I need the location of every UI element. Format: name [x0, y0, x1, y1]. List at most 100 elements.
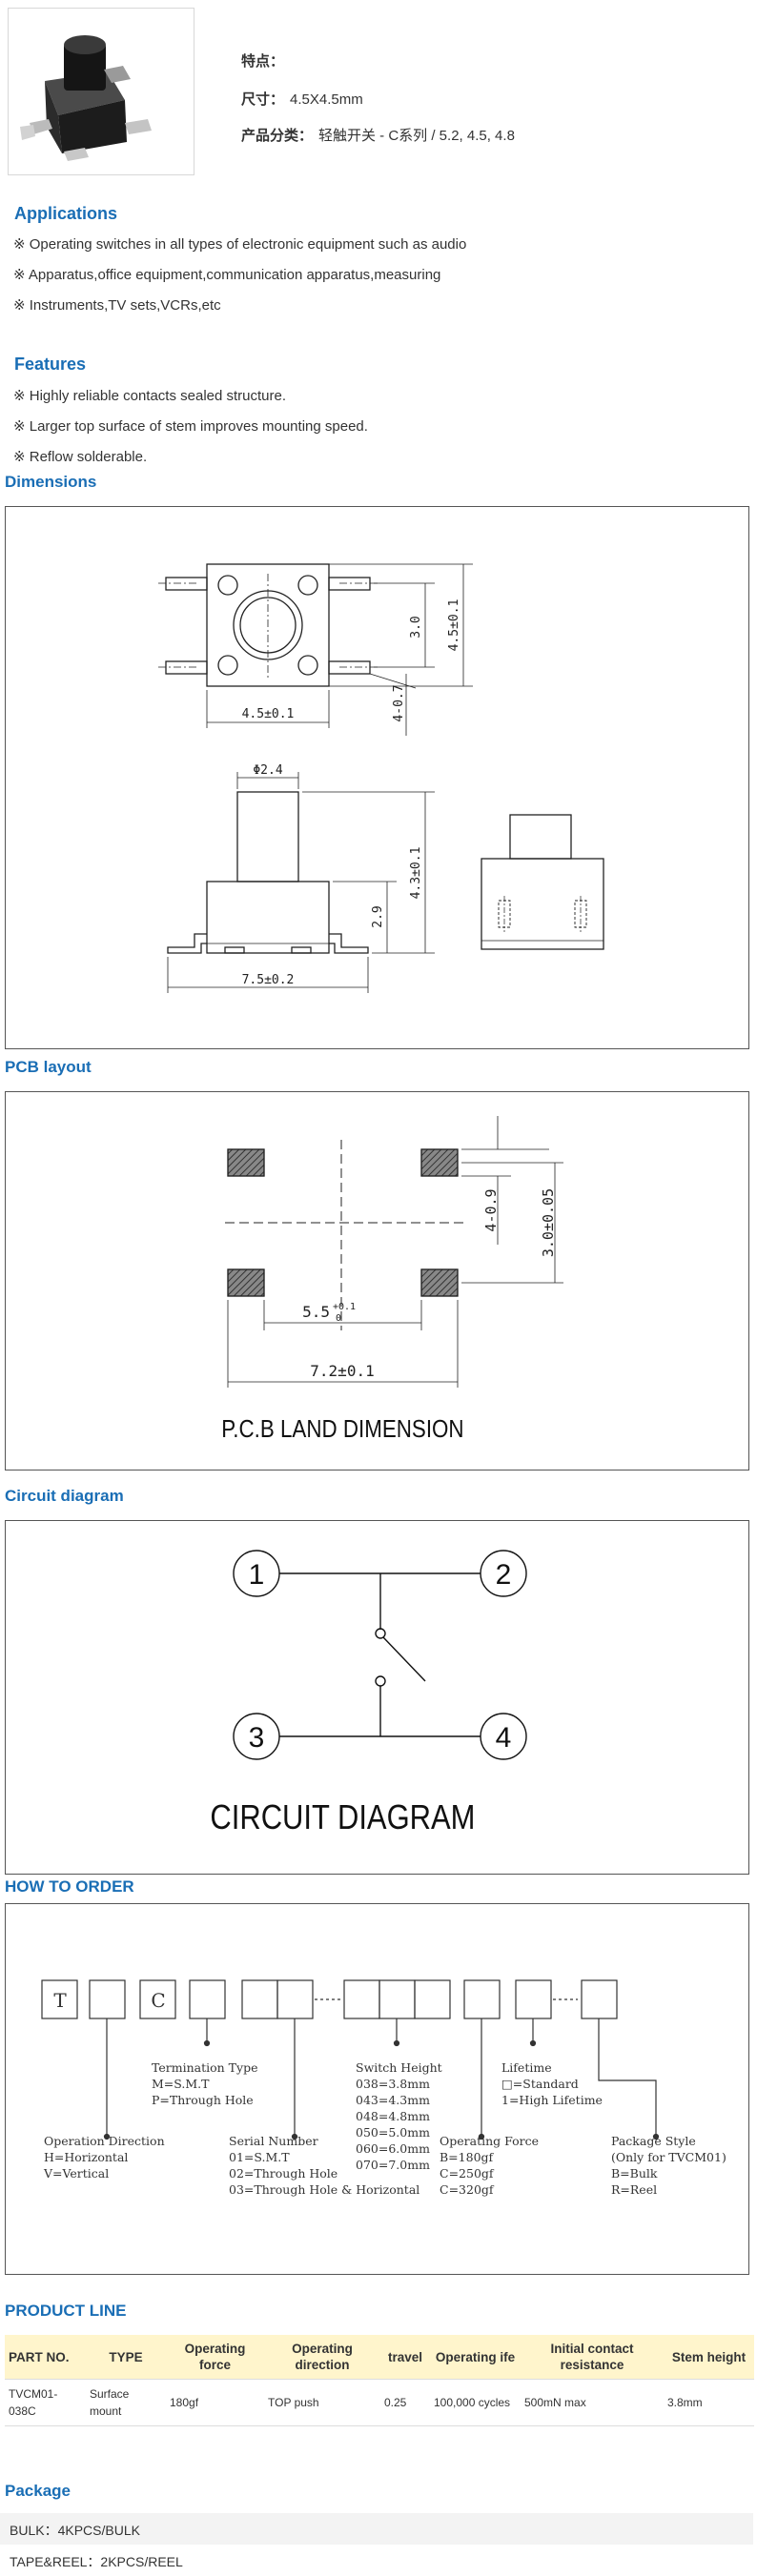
cell-contact-resistance: 500mN max	[521, 2379, 664, 2426]
cell-stem-height: 3.8mm	[664, 2379, 754, 2426]
cell-travel: 0.25	[380, 2379, 430, 2426]
col-type: TYPE	[86, 2335, 166, 2380]
order-lifetime-opt: □=Standard	[501, 2077, 579, 2091]
order-serial: Serial Number 01=S.M.T 02=Through Hole 03=T…	[229, 2133, 419, 2198]
order-force-head: Operating Force	[440, 2134, 540, 2148]
product-line-table-wrap: PART NO. TYPE Operating force Operating …	[5, 2335, 754, 2426]
order-package-opt: B=Bulk	[611, 2166, 658, 2180]
order-serial-head: Serial Number	[229, 2134, 318, 2148]
circuit-node-4: 4	[496, 1722, 512, 1754]
pcb-pitch-tol-up: +0.1	[333, 1302, 356, 1312]
cell-operating-force: 180gf	[166, 2379, 264, 2426]
order-direction-opt: H=Horizontal	[44, 2150, 129, 2164]
package-reel: TAPE&REEL：2KPCS/REEL	[0, 2545, 753, 2576]
cell-part-no: TVCM01-038C	[5, 2379, 86, 2426]
order-lifetime-opt: 1=High Lifetime	[501, 2093, 603, 2107]
dim-lead-label: 4-0.7	[392, 684, 406, 721]
col-part-no: PART NO.	[5, 2335, 86, 2380]
feature-item: ※ Larger top surface of stem improves mo…	[13, 418, 368, 435]
category-row: 产品分类：轻触开关 - C系列 / 5.2, 4.5, 4.8	[241, 125, 515, 145]
order-switch-height-opt: 070=7.0mm	[356, 2158, 430, 2172]
circuit-node-3: 3	[249, 1722, 265, 1754]
package-bulk: BULK：4KPCS/BULK	[0, 2513, 753, 2545]
order-direction-head: Operation Direction	[44, 2134, 165, 2148]
dim-height-label: 4.5±0.1	[447, 599, 461, 652]
order-termination-opt: P=Through Hole	[152, 2093, 254, 2107]
feature-item: ※ Highly reliable contacts sealed struct…	[13, 388, 287, 404]
col-travel: travel	[380, 2335, 430, 2380]
cell-type: Surface mount	[86, 2379, 166, 2426]
dim-inner-label: 3.0	[409, 616, 423, 638]
order-switch-height-opt: 050=5.0mm	[356, 2125, 430, 2140]
order-switch-height-opt: 060=6.0mm	[356, 2141, 430, 2156]
circuit-caption: CIRCUIT DIAGRAM	[210, 1797, 476, 1836]
package-title: Package	[5, 2482, 71, 2500]
pcb-span-label: 7.2±0.1	[310, 1362, 374, 1380]
circuit-drawing: 1 2 3 4	[233, 1550, 527, 1760]
order-termination-head: Termination Type	[152, 2060, 258, 2075]
circuit-frame: 1 2 3 4 CIRCUIT DIAGRAM	[5, 1520, 749, 1875]
application-item: ※ Operating switches in all types of ele…	[13, 236, 467, 253]
dim-stem-label: Φ2.4	[253, 763, 282, 778]
order-package-opt: R=Reel	[611, 2182, 658, 2197]
dimensions-title: Dimensions	[5, 473, 97, 491]
order-switch-height-head: Switch Height	[356, 2060, 442, 2075]
pcb-frame: 4-0.9 3.0±0.05 5.5 +0.1 0 7.2±0.1 P.C.B …	[5, 1091, 749, 1471]
circuit-title: Circuit diagram	[5, 1487, 124, 1505]
order-lifetime-head: Lifetime	[501, 2060, 552, 2075]
application-item: ※ Apparatus,office equipment,communicati…	[13, 267, 441, 283]
circuit-node-1: 1	[249, 1559, 265, 1591]
order-serial-opt: 03=Through Hole & Horizontal	[229, 2182, 420, 2197]
pcb-pad-label: 4-0.9	[482, 1188, 500, 1231]
order-package-opt: (Only for TVCM01)	[611, 2150, 726, 2164]
order-force-opt: B=180gf	[440, 2150, 494, 2164]
order-box-t: T	[53, 1989, 67, 2012]
features-title: Features	[14, 355, 87, 374]
size-value: 4.5X4.5mm	[290, 91, 363, 108]
product-line-table: PART NO. TYPE Operating force Operating …	[5, 2335, 754, 2426]
cell-operating-life: 100,000 cycles	[430, 2379, 521, 2426]
pcb-title: PCB layout	[5, 1058, 92, 1076]
circuit-node-2: 2	[496, 1559, 512, 1591]
application-item: ※ Instruments,TV sets,VCRs,etc	[13, 297, 221, 314]
product-line-title: PRODUCT LINE	[5, 2302, 127, 2320]
pcb-vertical-label: 3.0±0.05	[540, 1188, 557, 1257]
col-stem-height: Stem height	[664, 2335, 754, 2380]
order-package-head: Package Style	[611, 2134, 696, 2148]
dim-width-label: 4.5±0.1	[242, 707, 295, 721]
col-contact-resistance: Initial contact resistance	[521, 2335, 664, 2380]
order-code-diagram: T C	[41, 1979, 660, 2140]
order-serial-opt: 02=Through Hole	[229, 2166, 338, 2180]
order-switch-height-opt: 038=3.8mm	[356, 2077, 430, 2091]
order-force-opt: C=250gf	[440, 2166, 494, 2180]
order-termination-opt: M=S.M.T	[152, 2077, 210, 2091]
category-label: 产品分类：	[241, 128, 314, 144]
dim-body-height-label: 2.9	[371, 905, 385, 927]
pcb-drawing: 4-0.9 3.0±0.05 5.5 +0.1 0 7.2±0.1	[225, 1116, 563, 1388]
table-row: TVCM01-038C Surface mount 180gf TOP push…	[5, 2379, 754, 2426]
size-row: 尺寸： 4.5X4.5mm	[241, 89, 363, 109]
order-lifetime: Lifetime □=Standard 1=High Lifetime	[501, 2059, 603, 2108]
dimensions-frame: 4.5±0.1 3.0 4.5±0.1 4-0.7 Φ2.4 4.3±0.1 2…	[5, 506, 749, 1049]
order-serial-opt: 01=S.M.T	[229, 2150, 290, 2164]
table-header-row: PART NO. TYPE Operating force Operating …	[5, 2335, 754, 2380]
order-box-c: C	[151, 1989, 165, 2012]
order-switch-height-opt: 043=4.3mm	[356, 2093, 430, 2107]
category-value: 轻触开关 - C系列 / 5.2, 4.5, 4.8	[318, 128, 515, 144]
col-operating-life: Operating ife	[430, 2335, 521, 2380]
size-label: 尺寸：	[241, 91, 285, 108]
feature-label: 特点：	[241, 53, 285, 70]
order-force-opt: C=320gf	[440, 2182, 494, 2197]
order-title: HOW TO ORDER	[5, 1877, 134, 1896]
order-switch-height-opt: 048=4.8mm	[356, 2109, 430, 2123]
feature-item: ※ Reflow solderable.	[13, 449, 148, 465]
dim-total-height-label: 4.3±0.1	[409, 847, 423, 900]
dim-span-label: 7.5±0.2	[242, 973, 295, 987]
cell-operating-direction: TOP push	[264, 2379, 380, 2426]
col-operating-direction: Operating direction	[264, 2335, 380, 2380]
dimensions-drawing: 4.5±0.1 3.0 4.5±0.1 4-0.7 Φ2.4 4.3±0.1 2…	[158, 563, 604, 993]
order-direction-opt: V=Vertical	[44, 2166, 110, 2180]
